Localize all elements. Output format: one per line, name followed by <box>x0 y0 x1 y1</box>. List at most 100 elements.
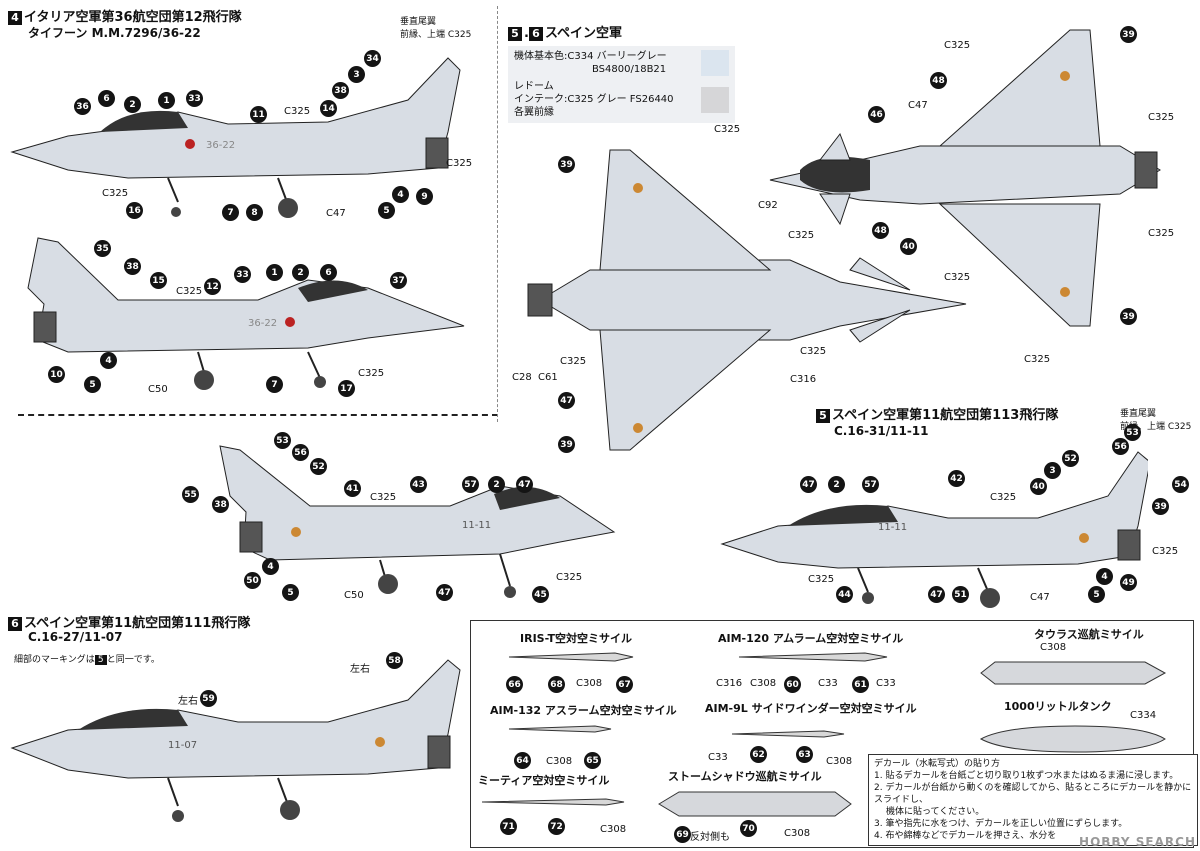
decal-marker: 47 <box>928 586 945 603</box>
color-swatch-radome <box>701 86 729 113</box>
decal-marker: 68 <box>548 676 565 693</box>
svg-text:11-07: 11-07 <box>168 740 197 751</box>
decal-marker: 16 <box>126 202 143 219</box>
decal-marker: 56 <box>1112 438 1129 455</box>
spanish-typhoon-right-profile: 11-11 <box>219 445 616 598</box>
decal-marker: 62 <box>750 746 767 763</box>
paint-label: C308 <box>750 678 777 689</box>
decal-marker: 47 <box>800 476 817 493</box>
decal-marker: 2 <box>292 264 309 281</box>
decal-marker: 47 <box>558 392 575 409</box>
vertical-divider <box>497 6 498 422</box>
aim132-title: AIM-132 アスラーム空対空ミサイル <box>490 704 677 717</box>
decal-marker: 8 <box>246 204 263 221</box>
paint-label: C308 <box>576 678 603 689</box>
tail-code: 36-22 <box>206 140 235 151</box>
paint-label: C325 <box>788 230 815 241</box>
paint-label: C61 <box>538 372 558 383</box>
decal-marker: 33 <box>186 90 203 107</box>
top-view-diagram <box>769 29 1161 327</box>
decal-marker: 2 <box>488 476 505 493</box>
decal-instructions: デカール（水転写式）の貼り方 1. 貼るデカールを台紙ごと切り取り1枚ずつ水また… <box>868 754 1198 846</box>
taurus-title: タウラス巡航ミサイル <box>1034 628 1144 641</box>
paint-label: C50 <box>344 590 364 601</box>
decal-marker: 39 <box>558 156 575 173</box>
fin-note-right: 垂直尾翼 前縁、上端 C325 <box>1120 409 1192 432</box>
decal-marker: 48 <box>930 72 947 89</box>
section-number: 4 <box>8 11 22 25</box>
svg-text:11-11: 11-11 <box>462 520 491 531</box>
decal-marker: 1 <box>158 92 175 109</box>
paint-label: C308 <box>1040 642 1067 653</box>
taurus-missile <box>980 661 1167 685</box>
decal-marker: 66 <box>506 676 523 693</box>
storm-shadow-title: ストームシャドウ巡航ミサイル <box>668 770 822 783</box>
decal-marker: 61 <box>852 676 869 693</box>
decal-marker: 56 <box>292 444 309 461</box>
iris-t-missile <box>508 652 634 662</box>
paint-label: C325 <box>714 124 741 135</box>
weapons-panel <box>470 620 1194 848</box>
decal-marker: 72 <box>548 818 565 835</box>
decal-marker: 57 <box>462 476 479 493</box>
aim132-missile <box>508 725 612 733</box>
decal-marker: 4 <box>262 558 279 575</box>
section-6-serial: C.16-27/11-07 <box>28 630 123 644</box>
lr-label-59: 左右 <box>178 696 198 707</box>
paint-label: C325 <box>808 574 835 585</box>
paint-label: C325 <box>1152 546 1179 557</box>
decal-marker: 39 <box>1120 308 1137 325</box>
paint-label: C308 <box>546 756 573 767</box>
watermark: HOBBY SEARCH <box>1079 835 1196 849</box>
meteor-title: ミーティア空対空ミサイル <box>478 774 610 787</box>
decal-marker: 48 <box>872 222 889 239</box>
decal-marker: 7 <box>222 204 239 221</box>
decal-marker: 6 <box>98 90 115 107</box>
decal-marker: 11 <box>250 106 267 123</box>
decal-marker: 39 <box>1152 498 1169 515</box>
decal-marker: 38 <box>332 82 349 99</box>
paint-label: C33 <box>876 678 896 689</box>
paint-label: C325 <box>446 158 473 169</box>
color-legend: 機体基本色:C334 バーリーグレー BS4800/18B21 レドーム インテ… <box>508 46 735 123</box>
decal-marker: 38 <box>212 496 229 513</box>
decal-marker: 5 <box>378 202 395 219</box>
decal-marker: 69 <box>674 826 691 843</box>
color-swatch-base <box>701 50 729 76</box>
decal-marker: 42 <box>948 470 965 487</box>
decal-marker: 5 <box>1088 586 1105 603</box>
decal-marker: 55 <box>182 486 199 503</box>
decal-marker: 50 <box>244 572 261 589</box>
decal-marker: 44 <box>836 586 853 603</box>
decal-marker: 40 <box>1030 478 1047 495</box>
decal-marker: 53 <box>274 432 291 449</box>
spanish-typhoon-left-profile: 11-11 <box>720 451 1148 608</box>
decal-marker: 57 <box>862 476 879 493</box>
paint-label: C92 <box>758 200 778 211</box>
paint-label: C325 <box>556 572 583 583</box>
decal-marker: 52 <box>1062 450 1079 467</box>
decal-marker: 38 <box>124 258 141 275</box>
decal-marker: 65 <box>584 752 601 769</box>
paint-label: C33 <box>818 678 838 689</box>
decal-marker: 37 <box>390 272 407 289</box>
storm-shadow-missile <box>658 791 852 817</box>
decal-marker: 54 <box>1172 476 1189 493</box>
paint-label: C47 <box>326 208 346 219</box>
decal-marker: 64 <box>514 752 531 769</box>
paint-label: C28 <box>512 372 532 383</box>
paint-label: C325 <box>800 346 827 357</box>
decal-marker: 39 <box>558 436 575 453</box>
decal-marker: 7 <box>266 376 283 393</box>
paint-label: C308 <box>600 824 627 835</box>
decal-marker: 3 <box>348 66 365 83</box>
decal-marker: 51 <box>952 586 969 603</box>
decal-marker: 59 <box>200 690 217 707</box>
paint-label: C325 <box>944 40 971 51</box>
decal-marker: 17 <box>338 380 355 397</box>
decal-marker: 52 <box>310 458 327 475</box>
dashed-divider <box>18 414 498 416</box>
decal-marker: 2 <box>828 476 845 493</box>
